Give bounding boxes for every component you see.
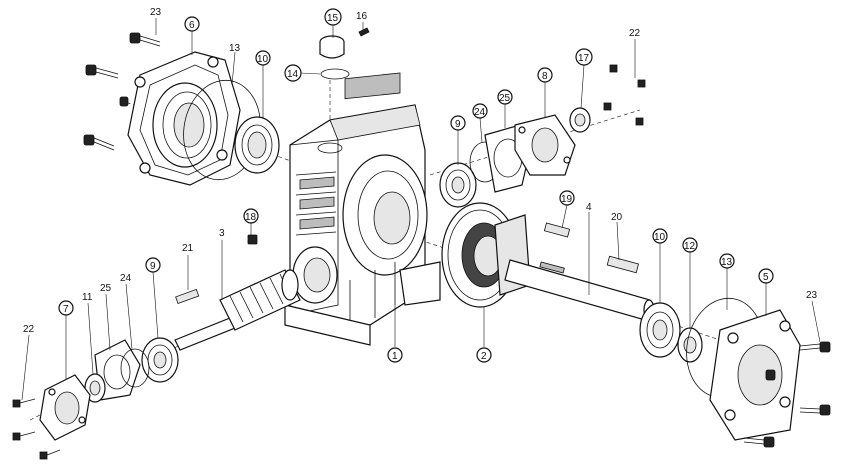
callout-9-left: 9 [150,261,156,272]
callout-19: 19 [561,194,573,205]
screw-18 [247,234,258,245]
screws-22-right [603,64,646,126]
screws-22-left [12,398,61,460]
callout-8: 8 [542,71,548,82]
key-20 [606,255,640,274]
end-cap-7 [39,374,91,441]
worm-wheel-2 [441,202,531,308]
callout-15: 15 [327,13,339,24]
bolts-23-left [83,32,161,151]
bearing-9-right [439,162,477,208]
callout-10-front: 10 [654,232,666,243]
callout-22: 22 [629,28,641,39]
flange-cover-rear [127,51,241,186]
o-ring-24-left [120,348,150,388]
callout-24: 24 [474,107,486,118]
callout-21: 21 [182,243,194,254]
oil-seal-17 [569,107,591,133]
callout-24-left: 24 [120,273,132,284]
callout-18: 18 [245,212,257,223]
callout-9: 9 [455,119,461,130]
leader-lines [21,18,821,401]
callout-4: 4 [586,202,592,213]
callout-2: 2 [481,351,487,362]
callout-labels: 23 6 13 10 15 16 14 9 24 25 8 17 22 18 3… [23,7,818,363]
callout-5: 5 [763,272,769,283]
oil-seal-12 [677,327,703,363]
callout-23-right: 23 [806,290,818,301]
bearing-10-front [639,302,681,358]
flange-cover-front [709,309,801,441]
callout-13: 13 [229,43,241,54]
end-cap-8 [514,114,576,176]
callout-1: 1 [392,351,398,362]
key-19 [543,222,571,238]
callout-22-left: 22 [23,324,35,335]
callout-20: 20 [611,212,623,223]
callout-3: 3 [219,228,225,239]
callout-17: 17 [578,53,590,64]
bearing-9-left [141,337,179,383]
callout-25: 25 [499,93,511,104]
callout-7: 7 [63,304,69,315]
breather-plug [319,27,370,80]
key-21 [175,288,200,305]
callout-13-front: 13 [721,257,733,268]
bearing-10-rear [234,116,280,174]
callout-23: 23 [150,7,162,18]
callout-25-left: 25 [100,283,112,294]
bolts-23-right [743,341,831,448]
callout-16: 16 [356,11,368,22]
callout-10: 10 [257,54,269,65]
gearbox-housing [284,72,441,346]
callout-6: 6 [189,20,195,31]
callout-14: 14 [287,69,299,80]
callout-12: 12 [684,241,696,252]
callout-11: 11 [82,292,93,303]
worm-shaft-3 [174,269,301,351]
